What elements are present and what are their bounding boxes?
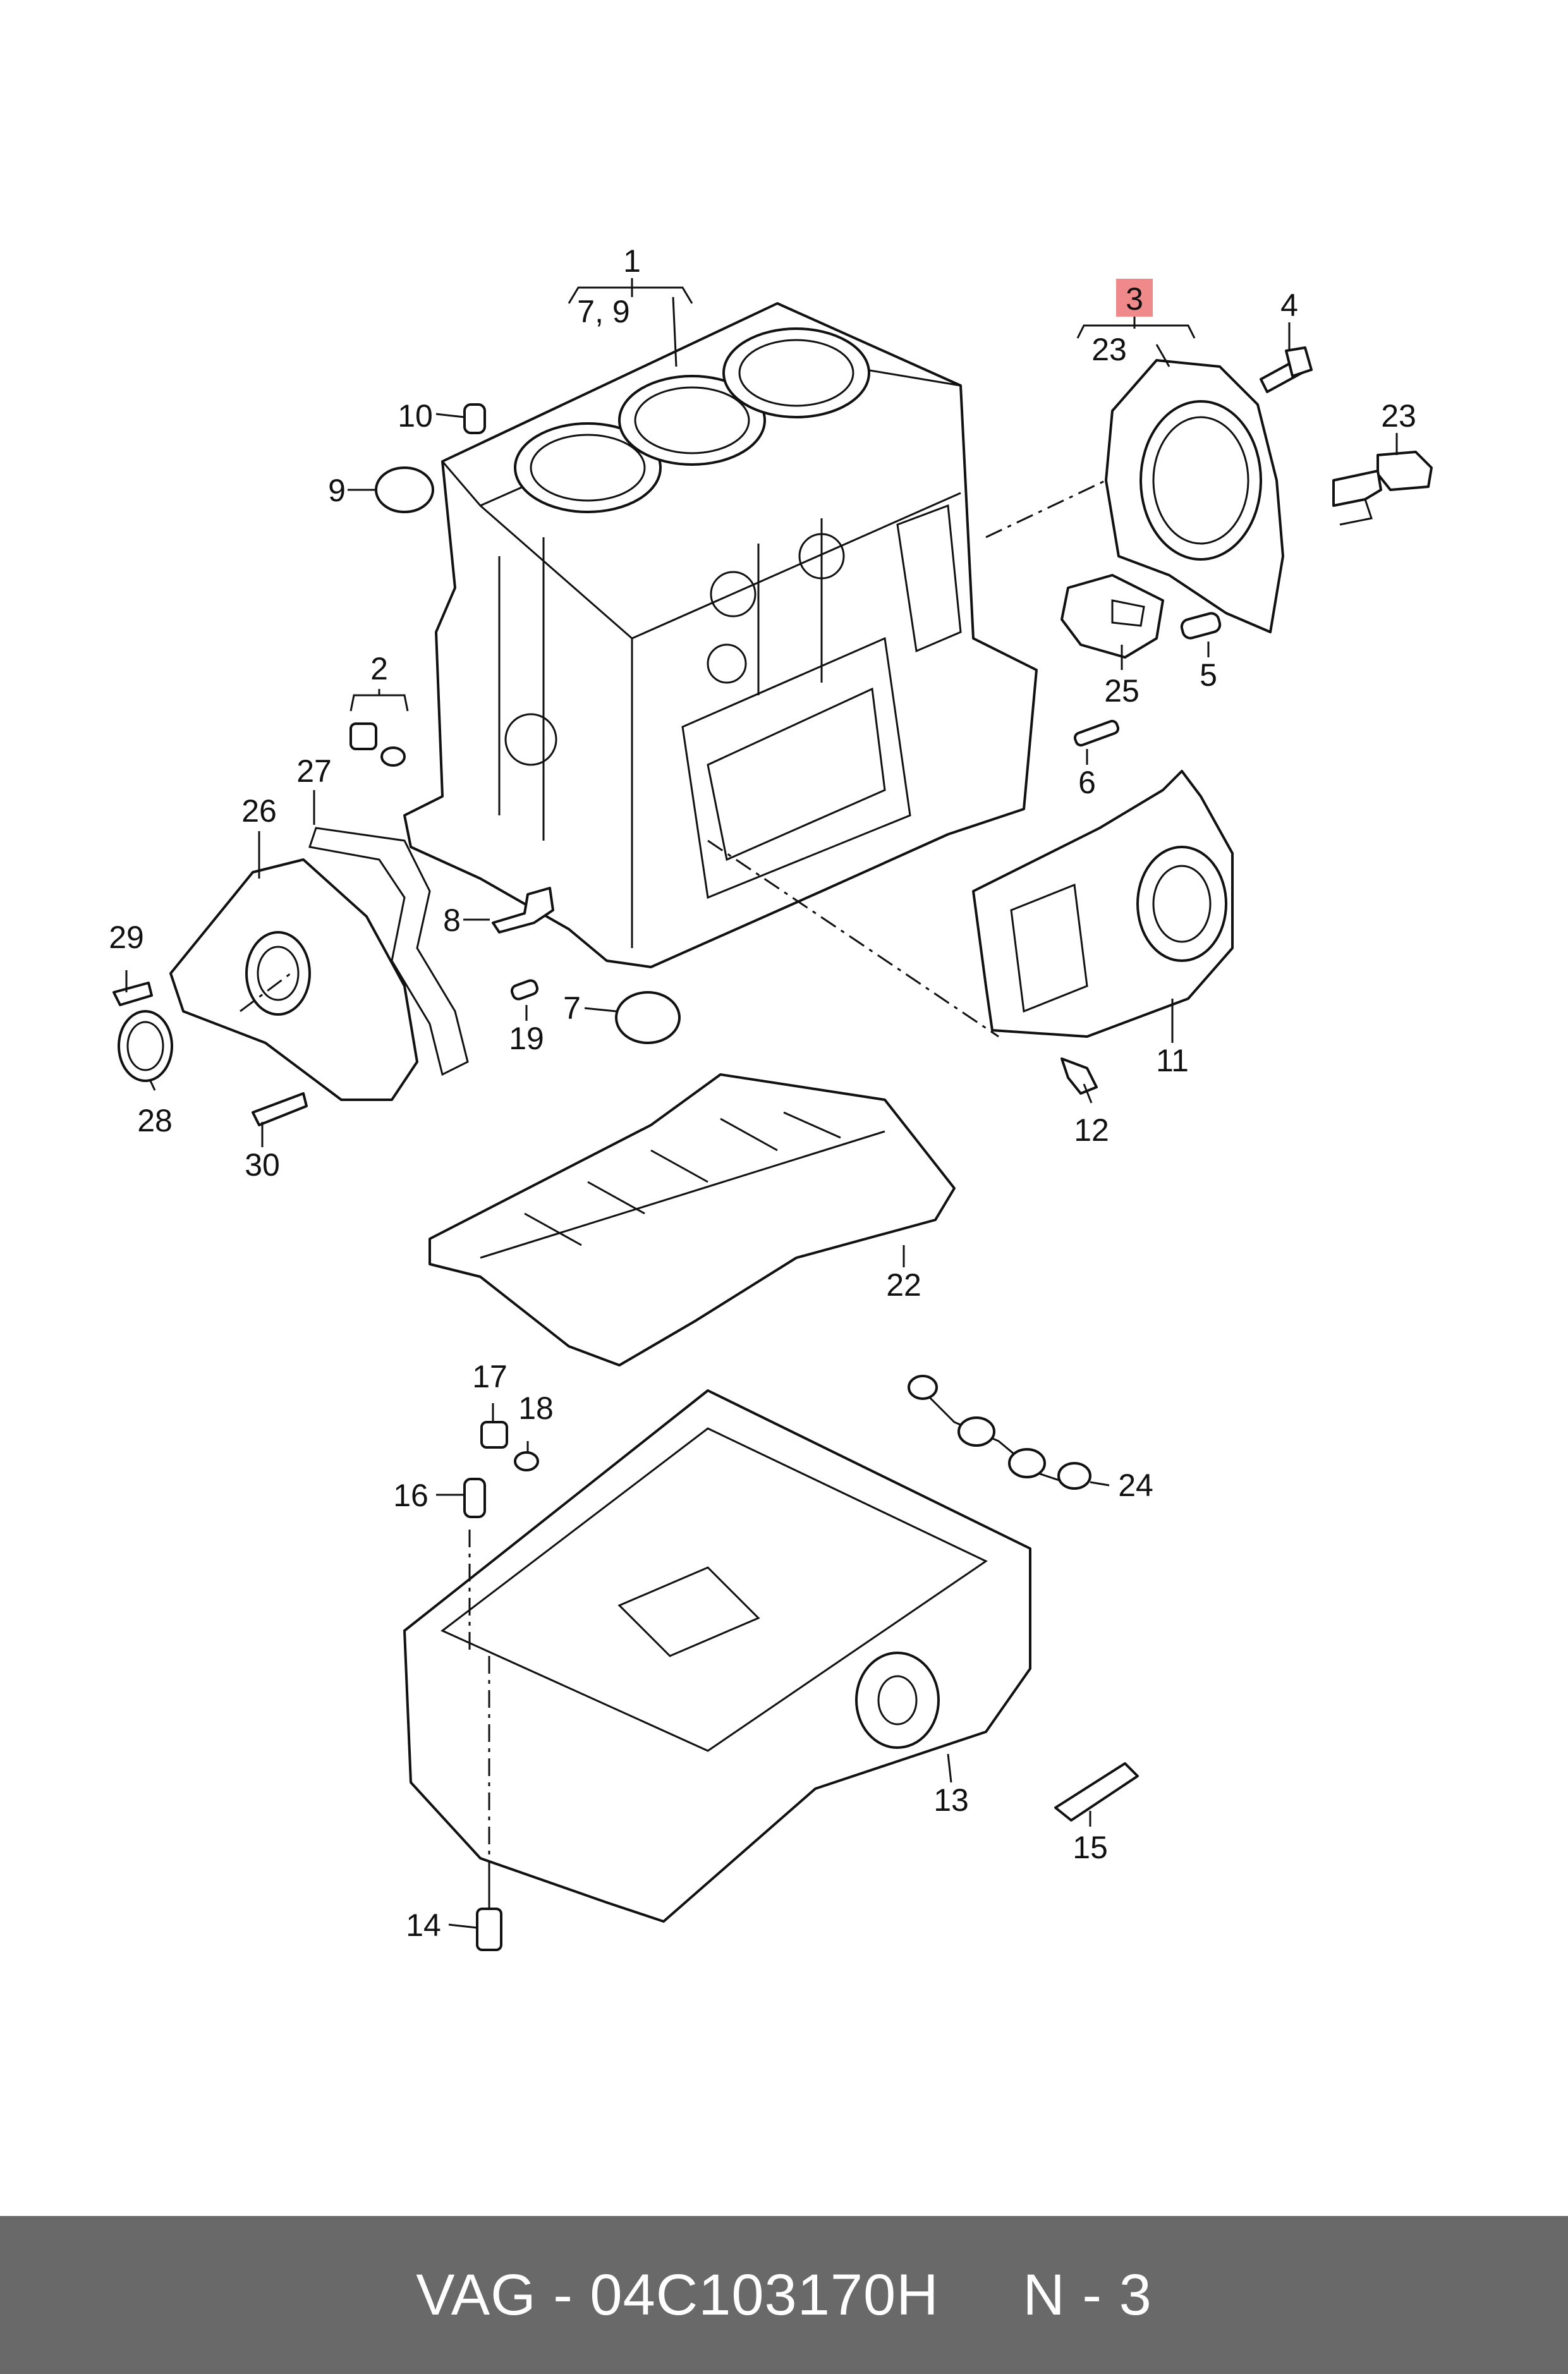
cap-9 <box>375 466 434 513</box>
callout-9: 9 <box>328 473 346 508</box>
stud-6 <box>1073 719 1120 747</box>
washer-18 <box>514 1451 539 1471</box>
footer-bar: VAG - 04C103170H N - 3 <box>0 2216 1568 2374</box>
bracket-8 <box>492 887 554 934</box>
oil-pan <box>403 1389 1031 1923</box>
callout-5: 5 <box>1200 657 1217 693</box>
engine-block <box>403 302 1038 968</box>
bolt-29 <box>112 982 153 1006</box>
callout-15: 15 <box>1073 1830 1108 1865</box>
callout-2: 2 <box>370 651 388 686</box>
callout-18: 18 <box>518 1391 554 1426</box>
bolt-30 <box>252 1092 308 1126</box>
callout-22: 22 <box>886 1267 921 1303</box>
baffle-plate <box>428 1073 956 1367</box>
callout-1-sub: 7, 9 <box>577 294 629 329</box>
sleeve-16 <box>463 1478 486 1518</box>
callout-11: 11 <box>1156 1043 1189 1078</box>
callout-28: 28 <box>137 1103 173 1138</box>
callout-1: 1 <box>623 243 641 279</box>
callout-24: 24 <box>1118 1468 1153 1503</box>
sensor-23 <box>1332 451 1433 526</box>
rear-seal-flange <box>1105 359 1284 633</box>
callout-19: 19 <box>509 1021 544 1056</box>
callout-4: 4 <box>1280 288 1298 323</box>
cap-7 <box>615 991 681 1044</box>
front-cover <box>169 858 418 1101</box>
callout-3: 3 <box>1126 281 1143 317</box>
sealant-tube <box>1054 1762 1139 1822</box>
footer-caption: VAG - 04C103170H N - 3 <box>416 2262 1152 2327</box>
callout-25: 25 <box>1104 673 1140 709</box>
plug-2 <box>349 722 406 767</box>
bolt-4 <box>1260 346 1313 393</box>
callout-7: 7 <box>563 990 581 1026</box>
plug-17 <box>480 1421 508 1449</box>
callout-12: 12 <box>1074 1112 1109 1148</box>
assembly-line <box>707 839 999 1038</box>
callout-30: 30 <box>245 1147 280 1183</box>
sleeve-10 <box>463 403 486 434</box>
callout-17: 17 <box>472 1359 507 1394</box>
callout-3-sub: 23 <box>1091 332 1127 367</box>
side-cover <box>972 770 1234 1038</box>
callout-8: 8 <box>443 903 461 938</box>
callout-27: 27 <box>296 753 332 789</box>
bolt-12 <box>1061 1057 1098 1095</box>
assembly-line <box>985 479 1107 539</box>
bolt-14 <box>476 1908 502 1951</box>
callout-6: 6 <box>1078 765 1096 800</box>
callout-3-highlight <box>1116 279 1153 317</box>
callout-26: 26 <box>241 793 277 829</box>
pin-19 <box>510 979 539 1001</box>
callout-10: 10 <box>398 398 433 434</box>
callout-14: 14 <box>406 1908 441 1943</box>
gasket-27 <box>308 827 469 1076</box>
callout-13: 13 <box>933 1782 969 1818</box>
callout-16: 16 <box>393 1478 428 1513</box>
cover-25 <box>1061 574 1164 659</box>
parts-diagram: 1 7, 9 2 3 23 4 5 6 7 8 9 10 11 12 13 14… <box>109 243 1433 1951</box>
pin-5 <box>1180 612 1222 640</box>
assembly-line <box>240 972 291 1013</box>
callout-29: 29 <box>109 920 144 955</box>
callout-23: 23 <box>1381 398 1416 434</box>
